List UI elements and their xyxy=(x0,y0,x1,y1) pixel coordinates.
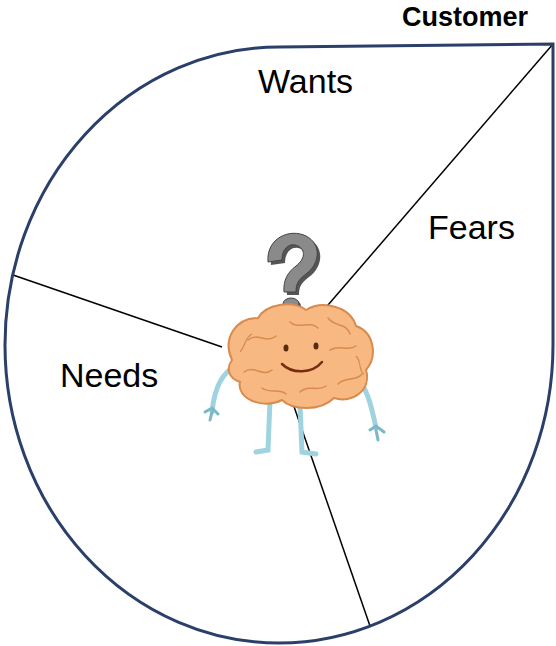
shape-heading: Customer xyxy=(402,2,528,33)
divider-line xyxy=(13,275,222,347)
question-mark xyxy=(268,233,320,312)
divider-line xyxy=(290,395,370,626)
sector-label: Needs xyxy=(60,356,158,395)
divider-line xyxy=(322,44,553,312)
sector-label: Wants xyxy=(258,62,353,101)
brain-character xyxy=(205,304,384,454)
sector-label: Fears xyxy=(428,208,515,247)
